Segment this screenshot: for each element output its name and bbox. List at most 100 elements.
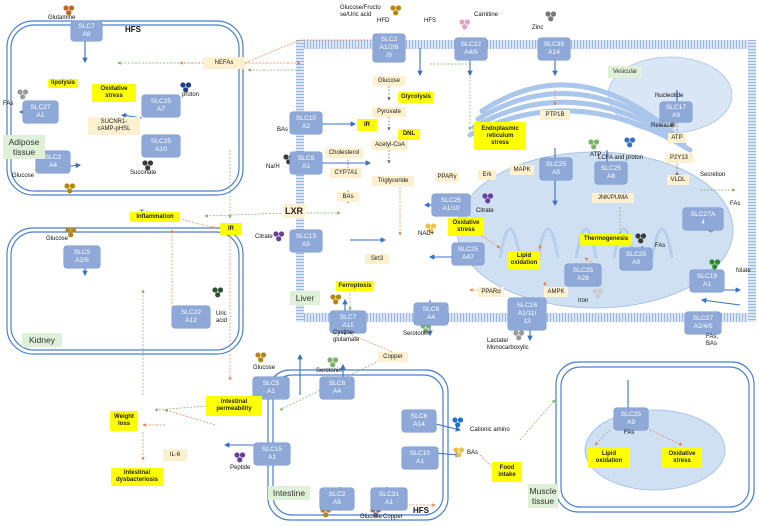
molecule-icon [624, 137, 636, 148]
transporter-label: A1/11/ [517, 310, 537, 317]
molecule-icon [273, 231, 285, 242]
er-membrane [479, 82, 675, 135]
label-citrate_in: Citrate [255, 234, 273, 240]
transporter-label: A4 [332, 388, 342, 395]
molecule-icon [234, 452, 246, 463]
molecule-icon [592, 288, 604, 299]
effect-int_dys: Intestinal dysbacteriosis [111, 468, 163, 486]
effect-glycolysis: Glycolysis [398, 92, 434, 103]
molecule-icon [453, 447, 465, 458]
transporter-label: A2 [301, 123, 311, 130]
effect-label: IR [364, 121, 370, 128]
label-nah: Na/H [266, 164, 280, 170]
label-release: Release [651, 123, 674, 129]
factor-label: Triglyceride [377, 177, 409, 184]
molecule-icon [513, 330, 525, 341]
factor-glucose: Glucose [373, 76, 405, 86]
transporter-label: SLC39 [543, 41, 565, 48]
kidney-membrane-outer [6, 227, 244, 355]
effect-label: Ferroptosis [338, 282, 372, 289]
label-fas_muscle: FAs [624, 430, 635, 436]
factor-label: PTP1B [545, 111, 565, 118]
muscle-membrane-inner [560, 366, 750, 508]
factor-label: Pyruvate [377, 108, 401, 115]
transporter-label: A11 [342, 322, 354, 329]
factor-label: Copper [383, 353, 403, 360]
transporter-label: A1 [702, 281, 712, 288]
factor-label: JNK/PUMA [597, 194, 629, 201]
factor-label: P2Y13 [669, 154, 688, 161]
factor-cyp7a1: CYP7A1 [330, 168, 362, 178]
label-atp_mito: ATP [590, 152, 602, 158]
factor-label: Cholesterol [328, 149, 360, 156]
factor-label: Sirt3 [370, 255, 384, 262]
effect-inflammation: Inflammation [130, 212, 180, 222]
effect-food_intake: Food intake [492, 462, 522, 482]
liver-membrane-left [296, 40, 304, 322]
label-carnitine: Carnitine [474, 12, 499, 18]
transporter-label: A14 [548, 49, 560, 56]
label-fas_bas: FAs, BAs [706, 334, 719, 347]
transporter-label: SLC10 [295, 115, 317, 122]
transporter-label: A9 [631, 259, 641, 266]
transporter-label: A8 [606, 173, 616, 180]
label-hfs_liver: HFS [424, 18, 436, 24]
transporter-label: A5 [551, 169, 561, 176]
label-peptide: Peptide [230, 465, 251, 471]
molecule-icon [142, 160, 154, 171]
transporter-label: SLC5 [73, 249, 91, 256]
molecule-icon [452, 417, 464, 428]
transporter-label: SLC25 [572, 267, 594, 274]
effect-ir_mid: IR [220, 223, 242, 235]
er-membrane [471, 99, 687, 147]
pathway-arrow [244, 38, 396, 64]
transporter-label: 13 [523, 318, 531, 325]
effect-label: Lipid oxidation [595, 451, 623, 464]
molecule-icon [212, 287, 224, 298]
transporter-label: SLC22 [180, 309, 202, 316]
molecule-icon [63, 5, 75, 16]
label-glucose_adipose: Glucose [12, 173, 35, 179]
organ-name: Liver [295, 293, 315, 303]
transporter-label: SLC22 [460, 41, 482, 48]
effect-ir_liver: IR [357, 119, 377, 131]
transporter-label: SLC6 [422, 306, 440, 313]
label-uric_acid: Uric acid [216, 311, 228, 324]
transporter-label: SLC25 [625, 251, 647, 258]
factor-label: CYP7A1 [334, 169, 358, 176]
factor-label: Acetyl-CoA [374, 141, 405, 148]
organ-name: Kidney [29, 335, 55, 345]
adipose-membrane-outer [6, 20, 244, 196]
organ-name: Adipose tissue [8, 137, 40, 157]
transporter-label: A12 [185, 317, 197, 324]
label-glucose_kidney: Glucose [46, 236, 69, 242]
transporter-label: SLC2 [380, 36, 398, 43]
transporter-label: A2/4/5 [693, 323, 713, 330]
transporter-label: A7 [156, 106, 166, 113]
molecule-icon [588, 139, 600, 150]
factor-ptp1b: PTP1B [540, 110, 570, 120]
effect-label: Intestinal permeability [216, 399, 252, 412]
transporter-label: SLC5 [262, 380, 280, 387]
effect-label: Oxidative stress [668, 451, 696, 464]
factor-acetyl: Acetyl-CoA [372, 140, 408, 150]
transporter-label: A1/2/8 [379, 44, 399, 51]
transporter-label: SLC2 [44, 154, 62, 161]
transporter-label: SLC10 [409, 450, 431, 457]
factor-pyruvate: Pyruvate [372, 107, 406, 117]
effect-label: Food intake [498, 465, 516, 478]
label-iron: Iron [578, 298, 589, 304]
pathway-arrow [204, 212, 286, 218]
transporter-label: A1 [36, 112, 45, 119]
effect-lipid_muscle: Lipid oxidation [588, 448, 630, 468]
